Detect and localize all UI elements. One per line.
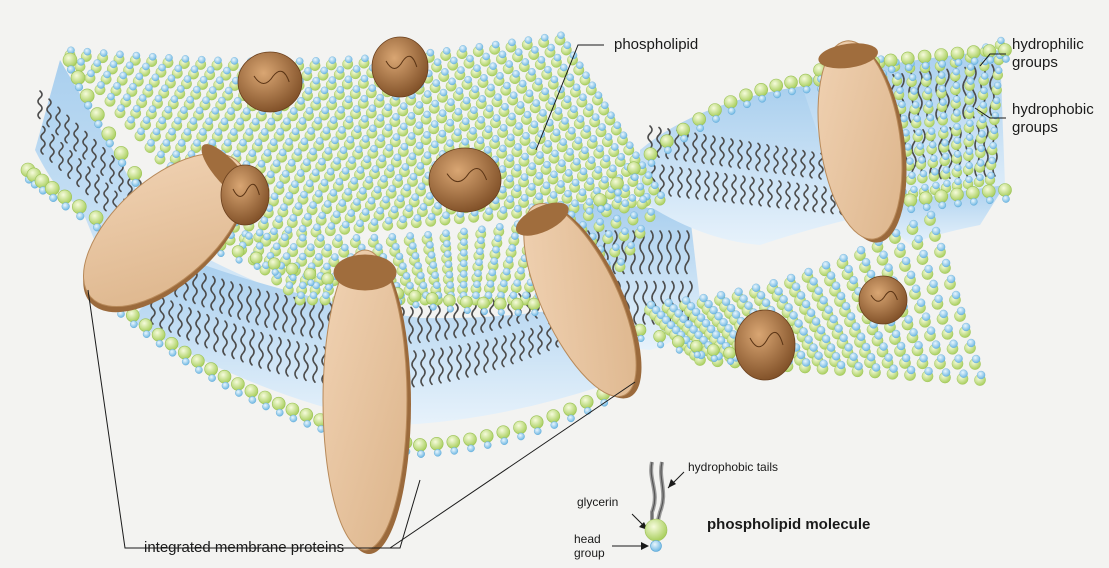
label-phospholipid: phospholipid	[614, 36, 698, 54]
protein-lump-2	[372, 37, 428, 97]
label-head-group: head group	[574, 532, 605, 560]
protein-lump-6	[859, 276, 907, 324]
protein-leader-1	[88, 290, 132, 548]
protein-lump-3	[429, 148, 501, 212]
protein-lump-4	[221, 165, 269, 225]
label-glycerin: glycerin	[577, 495, 618, 509]
protein-lump-1	[238, 52, 302, 112]
label-hydrophilic-groups: hydrophilic groups	[1012, 36, 1102, 72]
phospholipid-molecule-icon	[645, 462, 667, 552]
label-hydrophobic-tails: hydrophobic tails	[688, 460, 778, 474]
protein-lump-5	[735, 310, 795, 380]
label-integrated-membrane-proteins: integrated membrane proteins	[144, 539, 344, 557]
label-hydrophobic-groups: hydrophobic groups	[1012, 101, 1107, 137]
protein-slab-center	[323, 250, 411, 554]
label-phospholipid-molecule: phospholipid molecule	[707, 516, 870, 534]
